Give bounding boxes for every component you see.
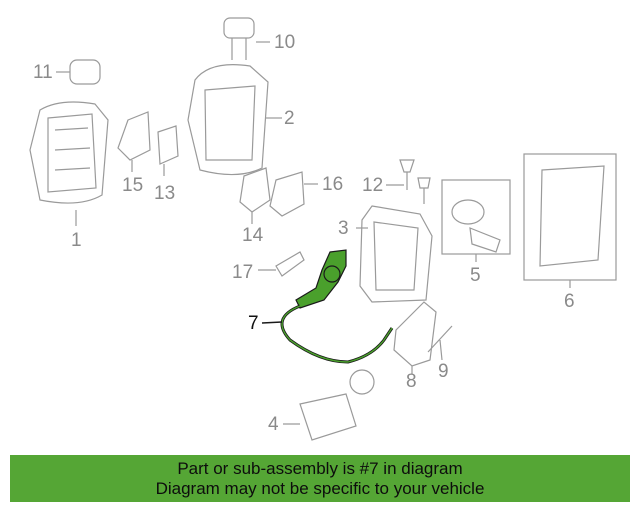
diagram-notice-banner: Part or sub-assembly is #7 in diagram Di…	[10, 455, 630, 502]
label-4: 4	[268, 414, 279, 435]
part-12-pins	[386, 159, 431, 204]
label-3: 3	[338, 218, 349, 239]
part-8-recliner	[393, 301, 437, 374]
part-7-cable	[261, 249, 394, 364]
label-15: 15	[122, 175, 144, 196]
part-5-mechanism	[441, 179, 511, 262]
label-12: 12	[362, 175, 384, 196]
part-10-headrest	[223, 17, 270, 60]
label-10: 10	[274, 32, 296, 53]
label-16: 16	[322, 174, 344, 195]
banner-line-2: Diagram may not be specific to your vehi…	[155, 479, 485, 498]
part-17-bracket	[258, 251, 305, 277]
label-1: 1	[71, 230, 82, 251]
label-11: 11	[33, 62, 53, 83]
label-17: 17	[232, 262, 254, 283]
label-5: 5	[470, 265, 481, 286]
part-1-seatback	[29, 101, 109, 226]
label-13: 13	[154, 183, 176, 204]
part-6-panel	[523, 153, 617, 288]
part-2-seatback	[187, 64, 282, 176]
part-3-frame	[356, 205, 433, 303]
part-13-bracket	[157, 125, 179, 176]
part-9-rod	[427, 325, 453, 361]
part-16-bracket	[269, 171, 318, 217]
part-4-lumbar	[283, 369, 375, 441]
banner-line-1: Part or sub-assembly is #7 in diagram	[177, 459, 463, 478]
part-15-bracket	[117, 111, 151, 172]
part-11-headrest	[56, 59, 101, 85]
parts-diagram	[29, 17, 617, 441]
label-8: 8	[406, 371, 417, 392]
part-14-bracket	[239, 167, 271, 224]
label-7: 7	[248, 313, 259, 334]
label-9: 9	[438, 361, 449, 382]
label-14: 14	[242, 225, 264, 246]
label-6: 6	[564, 291, 575, 312]
label-2: 2	[284, 108, 295, 129]
